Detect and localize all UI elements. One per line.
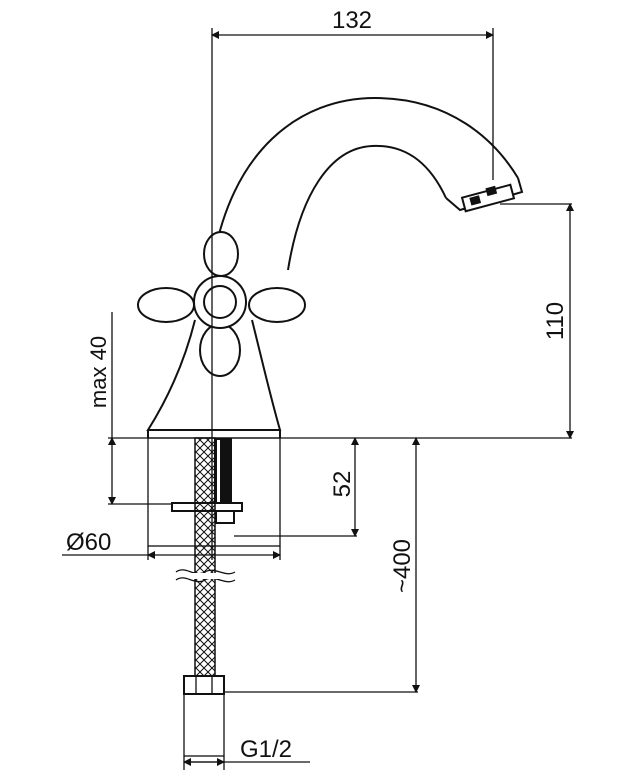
label-max40: max 40 — [86, 336, 111, 408]
under-deck — [147, 437, 281, 757]
spout-inner — [287, 144, 447, 271]
label-110: 110 — [542, 302, 569, 340]
cross-handle — [137, 231, 306, 377]
label-400: ~400 — [389, 539, 416, 593]
dimension-labels: 132 110 max 40 52 ~400 Ø60 G1/2 — [66, 7, 569, 763]
body-pedestal — [146, 319, 282, 431]
dimension-lines — [62, 31, 574, 766]
hose-fitting — [183, 675, 225, 695]
label-132: 132 — [332, 7, 372, 34]
spout-outer — [211, 96, 519, 269]
faucet-body — [137, 96, 524, 438]
label-diameter-60: Ø60 — [66, 529, 111, 556]
label-52: 52 — [329, 471, 356, 498]
mounting-nut — [215, 510, 235, 524]
extension-lines — [108, 28, 572, 770]
label-g12: G1/2 — [240, 736, 292, 763]
